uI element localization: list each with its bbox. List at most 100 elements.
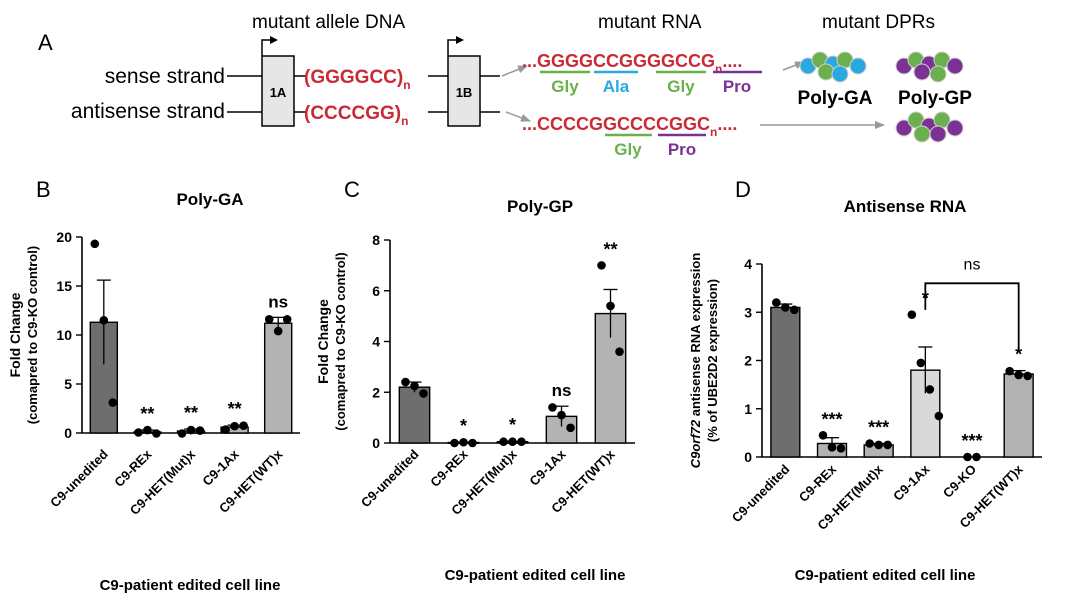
- data-point: [566, 423, 575, 433]
- x-tick-label: C9-unedited: [47, 446, 111, 510]
- x-tick-label: C9-unedited: [729, 461, 793, 525]
- bar-c9-het-wt-x: [1003, 373, 1034, 458]
- significance-label: *: [460, 416, 467, 436]
- y-axis-label: Fold Change: [7, 292, 23, 377]
- antisense-transcription-arrow: [505, 111, 531, 122]
- data-point: [615, 347, 624, 356]
- poly-gp-bead-5: [913, 63, 931, 81]
- data-point: [557, 410, 566, 420]
- data-point: [410, 381, 419, 391]
- x-tick-label: C9-1Ax: [199, 446, 242, 489]
- data-point: [152, 429, 161, 438]
- exon-1b-box: [447, 55, 481, 127]
- x-axis-label: C9-patient edited cell line: [795, 567, 976, 584]
- bar-c9-het-wt-x: [263, 322, 293, 434]
- panel-letter-d: D: [735, 177, 751, 202]
- panel-letter-c: C: [344, 177, 360, 202]
- y-tick-label: 4: [372, 334, 380, 350]
- poly-ga-bead-5: [817, 63, 835, 81]
- sense-transcription-arrow: [501, 65, 528, 77]
- data-point: [221, 425, 230, 434]
- data-point: [517, 437, 526, 447]
- header-mutant-allele-dna: mutant allele DNA: [252, 12, 405, 33]
- y-tick-label: 15: [56, 278, 72, 294]
- significance-label: ***: [868, 417, 889, 437]
- data-point: [865, 439, 874, 448]
- chart-title: Poly-GA: [176, 190, 243, 209]
- y-axis-label: Fold Change: [315, 299, 331, 384]
- significance-label: ns: [552, 381, 572, 400]
- significance-label: ***: [821, 409, 842, 429]
- y-axis-label-2: (comapred to C9-KO control): [25, 246, 40, 424]
- x-tick-label: C9-1Ax: [526, 446, 569, 489]
- codon-ala: Ala: [603, 77, 630, 96]
- data-point: [459, 437, 468, 447]
- data-point: [273, 326, 283, 336]
- y-axis-label-2: (comapred to C9-KO control): [333, 252, 348, 430]
- promoter-arrow-1a-icon: [261, 39, 272, 56]
- data-point: [230, 421, 239, 431]
- data-point: [108, 398, 118, 407]
- promoter-arrow-1b-icon: [447, 39, 458, 56]
- codon-gly-1: Gly: [551, 77, 579, 96]
- data-point: [907, 310, 917, 319]
- codon-pro-2: Pro: [668, 140, 696, 159]
- data-point: [781, 303, 790, 312]
- data-point: [972, 452, 981, 462]
- antisense-repeat-text: (CCCCGG)n: [304, 103, 408, 128]
- x-axis-label: C9-patient edited cell line: [100, 577, 281, 594]
- exon-1b-label: 1B: [456, 85, 473, 100]
- data-point: [790, 305, 799, 315]
- data-point: [177, 429, 187, 438]
- significance-label: ***: [961, 431, 982, 451]
- data-point: [264, 315, 274, 324]
- data-point: [195, 426, 205, 435]
- data-point: [874, 440, 883, 450]
- header-mutant-rna: mutant RNA: [598, 12, 702, 33]
- codon-gly-3: Gly: [614, 140, 642, 159]
- data-point: [499, 437, 508, 447]
- exon-1a-label: 1A: [270, 85, 287, 100]
- codon-pro-1: Pro: [723, 77, 751, 96]
- sense-repeat-text: (GGGGCC)n: [304, 67, 411, 92]
- poly-ga-bead-6: [831, 65, 849, 83]
- data-point: [239, 421, 248, 430]
- data-point: [90, 239, 100, 249]
- panel-letter-a: A: [38, 30, 53, 55]
- y-tick-label: 0: [372, 435, 380, 451]
- y-tick-label: 10: [56, 327, 72, 343]
- x-tick-label: C9-unedited: [358, 446, 422, 510]
- y-tick-label: 8: [372, 232, 380, 248]
- data-point: [468, 438, 477, 448]
- data-point: [827, 443, 837, 452]
- x-tick-label: C9-REx: [111, 446, 155, 490]
- x-tick-label: C9-KO: [940, 462, 979, 501]
- data-point: [925, 385, 935, 394]
- y-tick-label: 20: [56, 229, 72, 245]
- data-point: [916, 358, 926, 368]
- panel-a-schematic: A mutant allele DNA mutant RNA mutant DP…: [38, 12, 972, 159]
- data-point: [401, 377, 410, 387]
- data-point: [963, 452, 972, 462]
- y-axis-label: C9orf72 antisense RNA expression: [688, 253, 703, 469]
- chart-title: Antisense RNA: [844, 197, 967, 216]
- data-point: [508, 437, 517, 447]
- y-tick-label: 3: [744, 304, 752, 320]
- y-tick-label: 5: [64, 376, 72, 392]
- bar-c9-unedited: [770, 306, 801, 458]
- antisense-gp-bead-4: [946, 119, 964, 137]
- poly-gp-bead-6: [929, 65, 947, 83]
- poly-ga-label: Poly-GA: [798, 88, 873, 109]
- significance-label: **: [603, 239, 617, 259]
- poly-ga-bead-4: [849, 57, 867, 75]
- data-point: [134, 428, 143, 437]
- poly-gp-bead-4: [946, 57, 964, 75]
- significance-label: *: [509, 415, 516, 435]
- codon-gly-2: Gly: [667, 77, 695, 96]
- data-point: [934, 411, 944, 421]
- significance-label: **: [140, 404, 154, 424]
- x-axis-label: C9-patient edited cell line: [445, 567, 626, 584]
